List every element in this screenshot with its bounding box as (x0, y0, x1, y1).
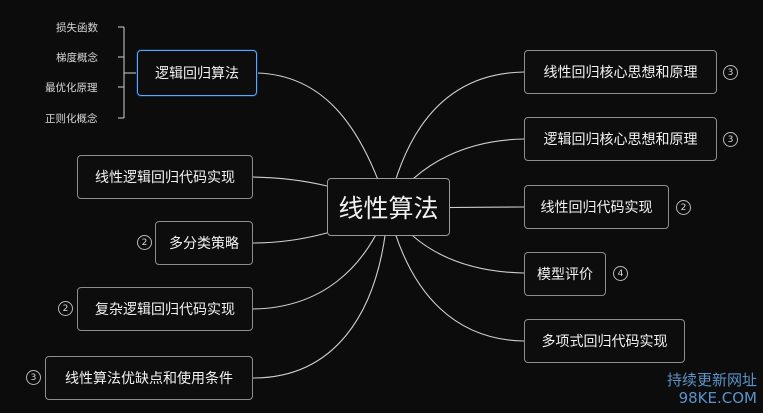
count-badge: 3 (26, 370, 41, 385)
count-badge: 2 (137, 235, 152, 250)
topic-polynomial-regression-code[interactable]: 多项式回归代码实现 (524, 319, 685, 363)
topic-label: 线性回归代码实现 (540, 200, 653, 216)
watermark-line-2: 98KE.COM (678, 389, 757, 407)
topic-label: 逻辑回归核心思想和原理 (543, 132, 698, 148)
watermark-line-1: 持续更新网址 (666, 371, 757, 389)
subtopic-gradient-concept[interactable]: 梯度概念 (56, 52, 98, 64)
topic-complex-logistic-code[interactable]: 复杂逻辑回归代码实现 (77, 287, 253, 331)
topic-label: 复杂逻辑回归代码实现 (95, 302, 235, 318)
topic-label: 逻辑回归算法 (155, 66, 239, 82)
topic-linear-logistic-code[interactable]: 线性逻辑回归代码实现 (77, 155, 253, 199)
topic-linear-regression-principle[interactable]: 线性回归核心思想和原理 (524, 50, 717, 94)
topic-model-evaluation[interactable]: 模型评价 (524, 252, 606, 296)
count-badge: 2 (58, 301, 73, 316)
count-badge: 3 (723, 65, 738, 80)
subtopic-loss-function[interactable]: 损失函数 (56, 22, 98, 34)
topic-multiclass-strategy[interactable]: 多分类策略 (155, 221, 253, 265)
topic-label: 多分类策略 (169, 236, 239, 252)
topic-label: 线性算法优缺点和使用条件 (65, 371, 233, 387)
root-topic-label: 线性算法 (338, 194, 439, 223)
count-badge: 2 (676, 200, 691, 215)
topic-linear-regression-code[interactable]: 线性回归代码实现 (524, 185, 669, 229)
count-badge: 4 (613, 266, 628, 281)
topic-logistic-regression-principle[interactable]: 逻辑回归核心思想和原理 (524, 117, 717, 161)
topic-label: 线性逻辑回归代码实现 (95, 170, 235, 186)
root-topic[interactable]: 线性算法 (327, 178, 450, 236)
subtopic-optimization-principle[interactable]: 最优化原理 (45, 82, 98, 94)
subtopic-regularization-concept[interactable]: 正则化概念 (45, 113, 98, 125)
topic-label: 线性回归核心思想和原理 (543, 65, 698, 81)
topic-linear-pros-cons[interactable]: 线性算法优缺点和使用条件 (45, 356, 253, 400)
topic-logistic-regression-algorithm[interactable]: 逻辑回归算法 (137, 50, 257, 96)
count-badge: 3 (723, 132, 738, 147)
topic-label: 模型评价 (537, 267, 593, 283)
leaf-bracket (118, 26, 137, 119)
site-watermark: 持续更新网址 98KE.COM (667, 371, 757, 407)
topic-label: 多项式回归代码实现 (541, 334, 668, 350)
